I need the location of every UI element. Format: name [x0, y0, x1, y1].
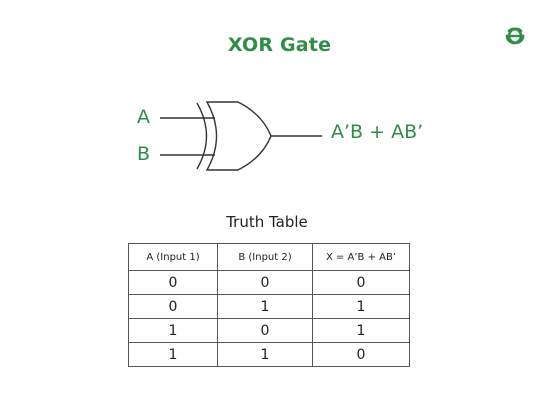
table-row: 1 1 0	[128, 342, 410, 367]
table-row: 0 0 0	[128, 270, 410, 295]
cell-x: 0	[312, 342, 410, 367]
column-header-a: A (Input 1)	[128, 243, 218, 271]
table-row: 1 0 1	[128, 318, 410, 343]
input-b-label: B	[137, 143, 151, 165]
cell-b: 1	[217, 294, 313, 319]
geeksforgeeks-logo-icon	[505, 27, 525, 45]
cell-a: 1	[128, 342, 218, 367]
truth-table: A (Input 1) B (Input 2) X = A’B + AB’ 0 …	[128, 243, 410, 367]
truth-table-header-row: A (Input 1) B (Input 2) X = A’B + AB’	[128, 243, 410, 271]
input-a-label: A	[137, 106, 150, 128]
column-header-b: B (Input 2)	[217, 243, 313, 271]
cell-a: 1	[128, 318, 218, 343]
xor-gate-body	[205, 101, 272, 171]
table-row: 0 1 1	[128, 294, 410, 319]
output-expression: A’B + AB’	[331, 121, 424, 143]
cell-x: 1	[312, 318, 410, 343]
truth-table-title: Truth Table	[226, 213, 308, 231]
cell-b: 0	[217, 318, 313, 343]
cell-x: 0	[312, 270, 410, 295]
page-title: XOR Gate	[227, 34, 332, 56]
cell-x: 1	[312, 294, 410, 319]
column-header-x: X = A’B + AB’	[312, 243, 410, 271]
cell-a: 0	[128, 294, 218, 319]
cell-b: 0	[217, 270, 313, 295]
xor-gate-diagram	[160, 101, 322, 171]
cell-a: 0	[128, 270, 218, 295]
cell-b: 1	[217, 342, 313, 367]
xor-extra-curve	[196, 102, 208, 170]
